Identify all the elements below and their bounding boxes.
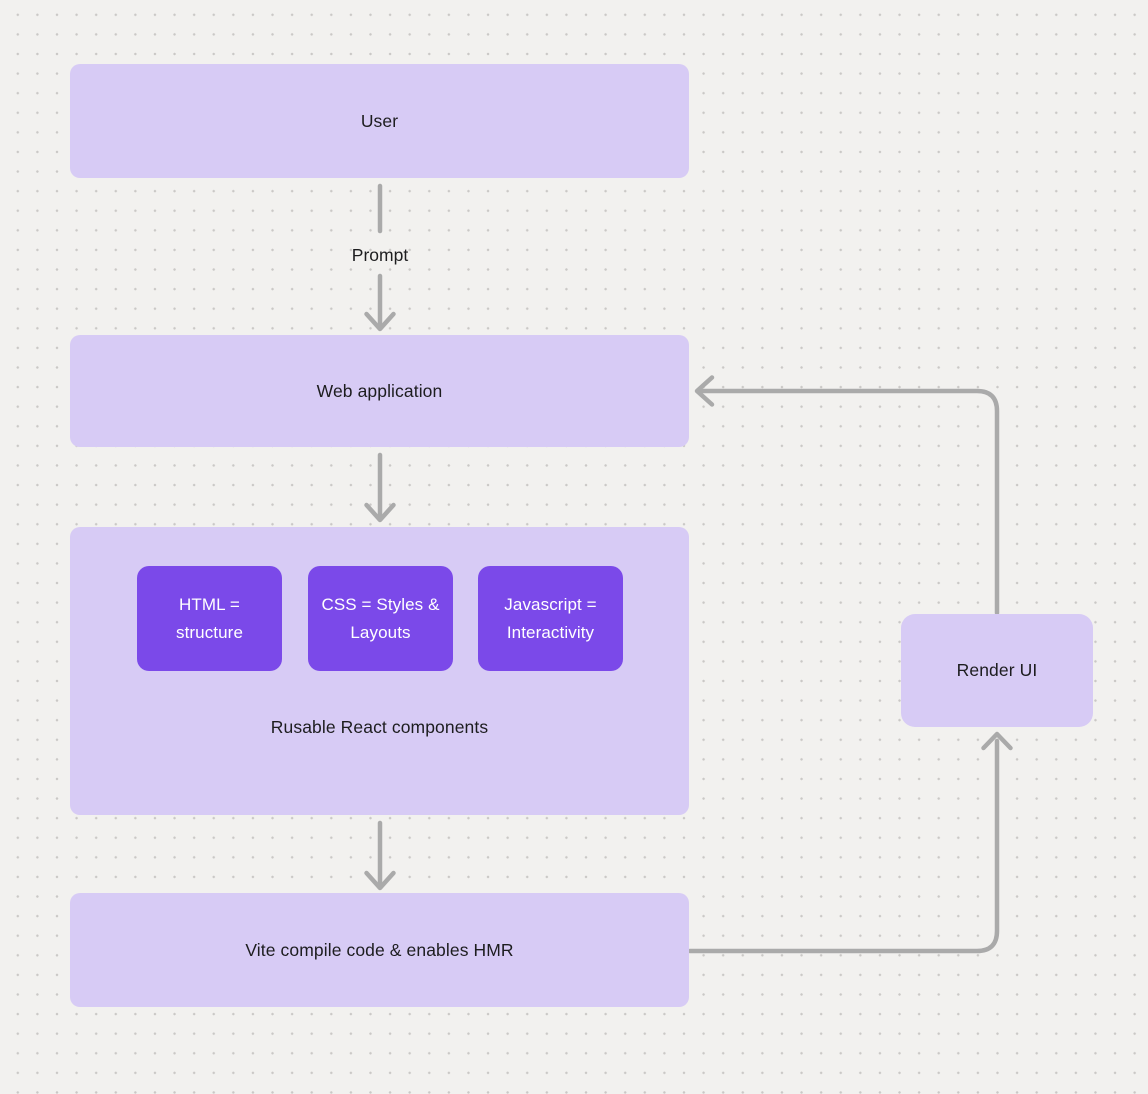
node-web-application-label: Web application — [316, 380, 443, 401]
chip-html[interactable]: HTML = structure — [137, 566, 282, 671]
arrowhead-up-icon — [981, 731, 1013, 751]
edge-prompt-label: Prompt — [351, 245, 409, 265]
chip-javascript-label: Javascript = Interactivity — [504, 594, 597, 642]
chip-css[interactable]: CSS = Styles & Layouts — [308, 566, 453, 671]
arrowhead-down-icon — [364, 870, 396, 891]
chip-javascript[interactable]: Javascript = Interactivity — [478, 566, 623, 671]
node-components-group[interactable]: HTML = structure CSS = Styles & Layouts … — [70, 527, 689, 815]
edge-line — [697, 388, 1000, 616]
edge-vite-to-renderui[interactable] — [687, 731, 1013, 954]
node-web-application[interactable]: Web application — [70, 335, 689, 447]
node-user[interactable]: User — [70, 64, 689, 178]
chip-html-label: HTML = structure — [175, 594, 244, 642]
arrowhead-down-icon — [364, 502, 396, 523]
node-render-ui[interactable]: Render UI — [901, 614, 1093, 727]
node-render-ui-label: Render UI — [956, 660, 1038, 680]
arrowhead-down-icon — [364, 311, 396, 332]
edge-line — [687, 738, 1000, 954]
edge-renderui-to-webapp[interactable] — [694, 375, 1000, 616]
edge-components-to-vite[interactable] — [364, 820, 396, 891]
chip-css-label: CSS = Styles & Layouts — [321, 594, 440, 642]
node-user-label: User — [360, 110, 399, 131]
node-vite-label: Vite compile code & enables HMR — [245, 939, 514, 960]
arrowhead-left-icon — [694, 375, 715, 407]
components-group-label: Rusable React components — [270, 717, 489, 737]
edge-webapp-to-components[interactable] — [364, 452, 396, 523]
node-vite[interactable]: Vite compile code & enables HMR — [70, 893, 689, 1007]
